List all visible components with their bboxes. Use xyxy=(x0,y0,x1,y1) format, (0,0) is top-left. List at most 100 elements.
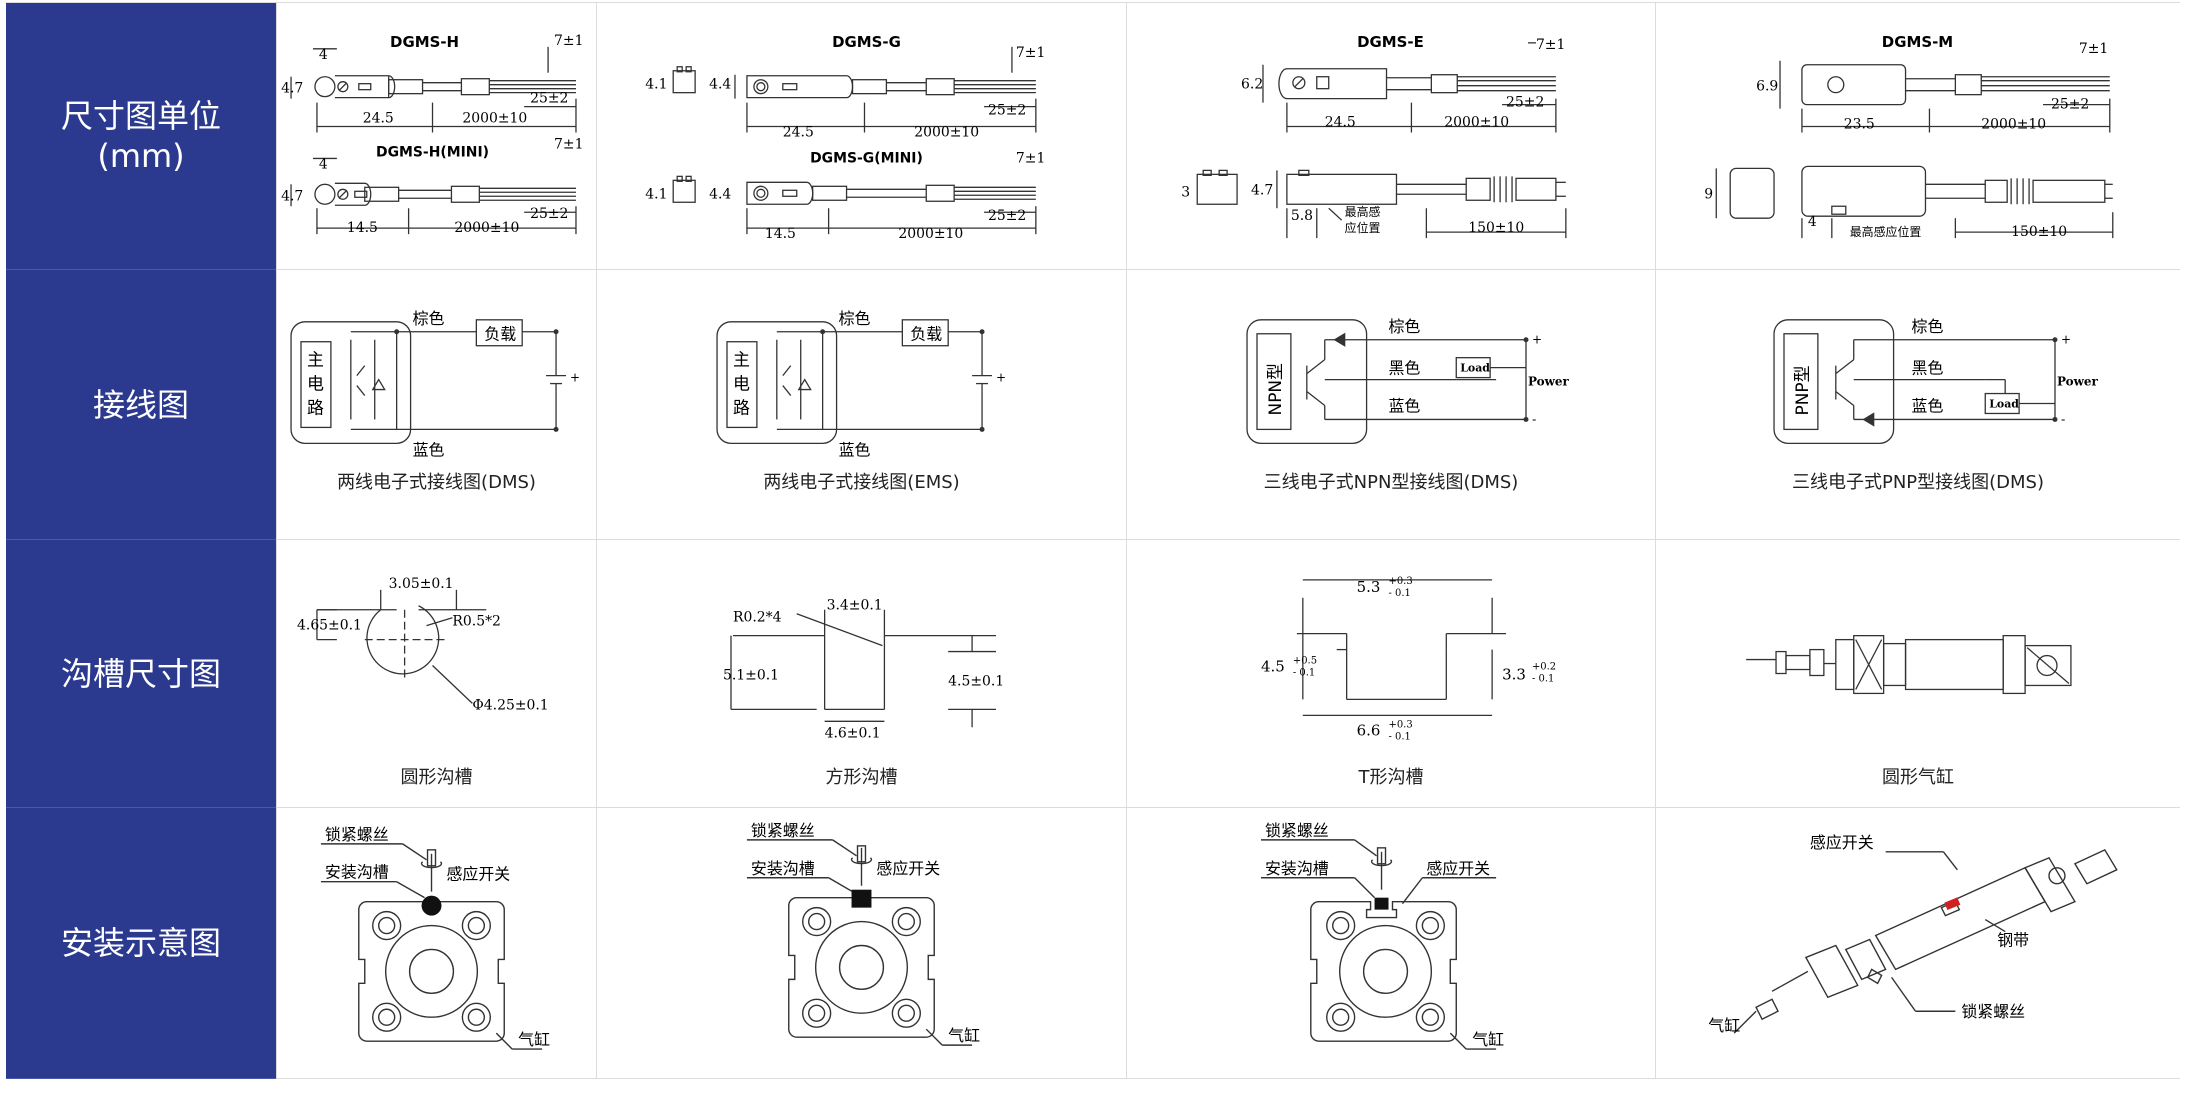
screw-label: 锁紧螺丝 xyxy=(1265,821,1329,840)
dim-height-2: 4.5±0.1 xyxy=(948,673,1004,689)
groove-cell-t: 5.3 +0.3 - 0.1 4.5 +0.5 - 0.1 3.3 +0.2 -… xyxy=(1126,540,1655,808)
groove-cell-round: 3.05±0.1 4.65±0.1 R0.5*2 Φ4.25±0.1 圆形沟槽 xyxy=(276,540,596,808)
groove-caption: 方形沟槽 xyxy=(825,767,898,788)
dim-height: 6.2 xyxy=(1241,77,1263,93)
dim-cable-2: 150±10 xyxy=(1468,220,1524,236)
row-label: 沟槽尺寸图 xyxy=(60,654,221,693)
dim-cell-dgms-m: DGMS-M 6.9 23.5 2000±10 25±2 7±1 9 4 最高感… xyxy=(1655,3,2180,270)
install-cell-round: 锁紧螺丝 安装沟槽 感应开关 气缸 xyxy=(276,808,596,1079)
dim-length-mini: 14.5 xyxy=(347,220,378,236)
cylinder-label: 气缸 xyxy=(948,1026,980,1045)
dim-dia: 4.7 xyxy=(281,81,303,97)
screw-label: 锁紧螺丝 xyxy=(751,821,815,840)
model-title: DGMS-M xyxy=(1882,33,1953,51)
dim-left-tol-hi: +0.5 xyxy=(1293,656,1317,667)
dim-side: 9 xyxy=(1704,186,1713,202)
wiring-npn: NPN型 棕色 黑色 蓝色 Load Power + - xyxy=(1246,317,1569,445)
install-cell-t: 锁紧螺丝 安装沟槽 感应开关 气缸 xyxy=(1126,808,1655,1079)
install-cylinder-drawing: 感应开关 钢带 锁紧螺丝 气缸 xyxy=(1708,833,2118,1035)
wiring-caption: 两线电子式接线图(EMS) xyxy=(763,472,960,493)
t-groove-drawing: 5.3 +0.3 - 0.1 4.5 +0.5 - 0.1 3.3 +0.2 -… xyxy=(1261,576,1556,742)
model-title: DGMS-G xyxy=(832,33,901,51)
dim-offset: 5.8 xyxy=(1291,208,1313,224)
dim-length: 24.5 xyxy=(363,111,394,127)
dim-tail: 25±2 xyxy=(1506,95,1544,111)
power-label: Power xyxy=(2057,375,2098,389)
install-round-drawing: 锁紧螺丝 安装沟槽 感应开关 气缸 xyxy=(320,825,550,1050)
row-label: 安装示意图 xyxy=(60,924,221,962)
dim-cable-mini: 2000±10 xyxy=(454,220,519,236)
row-header-wiring: 接线图 xyxy=(6,270,276,540)
dim-radius: R0.5*2 xyxy=(452,614,501,630)
circuit-char-3: 路 xyxy=(307,397,324,417)
dim-strip: 7±1 xyxy=(1536,37,1565,53)
wire-blue-label: 蓝色 xyxy=(1912,396,1944,415)
dgms-g-drawing: DGMS-G DGMS-G(MINI) 4.1 4.4 24.5 2000±10… xyxy=(645,33,1045,242)
power-label: Power xyxy=(1528,375,1569,389)
wiring-cell-npn: NPN型 棕色 黑色 蓝色 Load Power + - 三线电子式NPN型接线… xyxy=(1126,270,1655,540)
row-label-unit: (mm) xyxy=(97,137,185,175)
row-header-groove: 沟槽尺寸图 xyxy=(6,540,276,808)
cylinder-label: 气缸 xyxy=(518,1030,550,1049)
model-title: DGMS-E xyxy=(1357,33,1424,51)
row-label: 接线图 xyxy=(92,385,189,424)
dim-side: 4.1 xyxy=(645,77,667,93)
dim-strip: 7±1 xyxy=(2079,41,2108,57)
groove-caption: 圆形沟槽 xyxy=(400,767,473,788)
switch-label: 感应开关 xyxy=(1426,859,1490,878)
screw-label: 锁紧螺丝 xyxy=(325,825,389,844)
switch-label: 感应开关 xyxy=(446,865,510,884)
sense-label-2: 应位置 xyxy=(1345,220,1381,235)
square-groove-drawing: R0.2*4 3.4±0.1 5.1±0.1 4.5±0.1 4.6±0.1 xyxy=(723,598,1004,742)
wire-blue-label: 蓝色 xyxy=(413,440,445,459)
dgms-m-drawing: DGMS-M 6.9 23.5 2000±10 25±2 7±1 9 4 最高感… xyxy=(1704,33,2114,240)
dim-cable: 2000±10 xyxy=(914,124,979,140)
dim-bottom-tol-lo: - 0.1 xyxy=(1389,731,1411,742)
dim-height: 4.65±0.1 xyxy=(297,618,362,634)
dim-length: 23.5 xyxy=(1844,117,1875,133)
dim-width: 3.4±0.1 xyxy=(827,598,883,614)
dim-width: 3.05±0.1 xyxy=(389,576,454,592)
circuit-char-2: 电 xyxy=(307,374,324,394)
dim-width-2: 4.6±0.1 xyxy=(825,725,881,741)
install-t-drawing: 锁紧螺丝 安装沟槽 感应开关 气缸 xyxy=(1260,821,1504,1050)
cylinder-label: 气缸 xyxy=(1472,1030,1504,1049)
wire-blue-label: 蓝色 xyxy=(839,440,871,459)
wiring-caption: 两线电子式接线图(DMS) xyxy=(337,472,536,493)
dim-left: 4.5 xyxy=(1261,658,1285,676)
spec-table: 尺寸图单位 (mm) xyxy=(6,2,2180,1079)
wiring-cell-pnp: PNP型 棕色 黑色 蓝色 Load Power + - 三线电子式PNP型接线… xyxy=(1655,270,2180,540)
dim-cable-2: 150±10 xyxy=(2011,224,2067,240)
groove-label: 安装沟槽 xyxy=(751,859,815,878)
plus-sign: + xyxy=(2061,333,2071,347)
spec-sheet: 尺寸图单位 (mm) xyxy=(6,2,2180,1079)
wiring-cell-dms-2wire: 主 电 路 棕色 蓝色 负载 + 两线电子式接线图(DMS) xyxy=(276,270,596,540)
dim-top-tol-hi: +0.3 xyxy=(1389,576,1413,587)
model-title-mini: DGMS-G(MINI) xyxy=(810,150,923,166)
dim-height-1: 5.1±0.1 xyxy=(723,667,779,683)
round-cylinder-drawing xyxy=(1746,634,2072,695)
dim-diameter: Φ4.25±0.1 xyxy=(472,697,548,713)
wire-blue-label: 蓝色 xyxy=(1389,396,1421,415)
dim-right-tol-lo: - 0.1 xyxy=(1532,673,1554,684)
dim-top: 4 xyxy=(319,47,328,63)
load-label: 负载 xyxy=(910,325,942,344)
dim-dia-mini: 4.7 xyxy=(281,188,303,204)
circuit-char-2: 电 xyxy=(733,374,750,394)
dim-side-mini: 4.1 xyxy=(645,186,667,202)
steel-band-label: 钢带 xyxy=(1997,930,2029,949)
dim-side: 3 xyxy=(1181,184,1190,200)
groove-label: 安装沟槽 xyxy=(325,863,389,882)
dim-top-tol-lo: - 0.1 xyxy=(1389,588,1411,599)
dim-strip: 7±1 xyxy=(1016,45,1045,61)
load-label: Load xyxy=(1989,397,2019,410)
minus-sign: - xyxy=(1532,412,1536,426)
dgms-e-drawing: DGMS-E 6.2 24.5 2000±10 25±2 7±1 3 4.7 5… xyxy=(1181,33,1567,239)
dim-tail: 25±2 xyxy=(530,91,568,107)
install-square-drawing: 锁紧螺丝 安装沟槽 感应开关 气缸 xyxy=(746,821,980,1046)
wiring-2wire-dms: 主 电 路 棕色 蓝色 负载 + xyxy=(290,309,580,459)
dim-cell-dgms-h: DGMS-H DGMS-H(MINI) 4.7 4 24.5 2000±10 2… xyxy=(276,3,596,270)
dim-right-tol-hi: +0.2 xyxy=(1532,662,1556,673)
round-groove-drawing: 3.05±0.1 4.65±0.1 R0.5*2 Φ4.25±0.1 xyxy=(297,576,549,714)
model-title-mini: DGMS-H(MINI) xyxy=(376,144,489,160)
